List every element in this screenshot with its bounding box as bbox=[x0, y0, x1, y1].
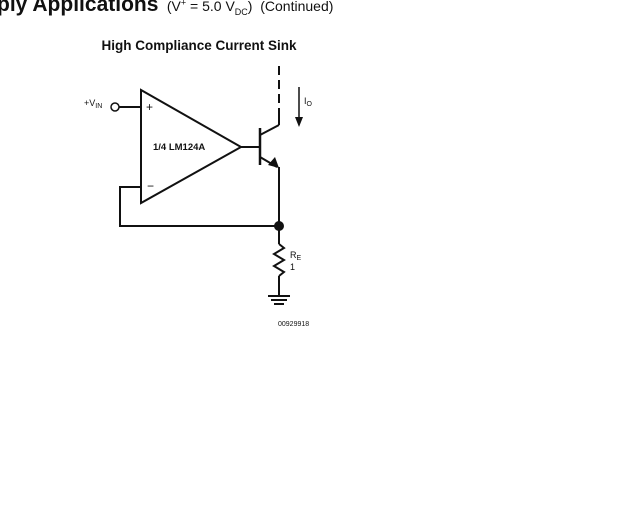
opamp-label: 1/4 LM124A bbox=[153, 142, 205, 153]
emitter-arrow bbox=[268, 157, 279, 168]
opamp-plus: + bbox=[146, 100, 153, 114]
part-number: 00929918 bbox=[278, 321, 309, 328]
current-label: IO bbox=[304, 96, 313, 108]
resistor-label: RE bbox=[290, 250, 302, 262]
resistor-re bbox=[272, 243, 286, 277]
input-label: +VIN bbox=[84, 98, 102, 110]
ground-symbol bbox=[268, 295, 290, 305]
opamp-symbol bbox=[140, 88, 244, 205]
continued-label: (Continued) bbox=[260, 0, 334, 14]
transistor-collector bbox=[259, 124, 280, 136]
section-title: ply Applications bbox=[0, 0, 159, 16]
diagram-title: High Compliance Current Sink bbox=[101, 38, 297, 53]
input-terminal bbox=[110, 102, 120, 112]
section-header: ply Applications (V+ = 5.0 VDC) (Continu… bbox=[0, 0, 333, 17]
resistor-value: 1 bbox=[290, 262, 295, 272]
feedback-wire bbox=[119, 186, 279, 227]
opamp-minus: − bbox=[147, 179, 154, 193]
supply-condition: (V+ = 5.0 VDC) (Continued) bbox=[166, 0, 334, 17]
